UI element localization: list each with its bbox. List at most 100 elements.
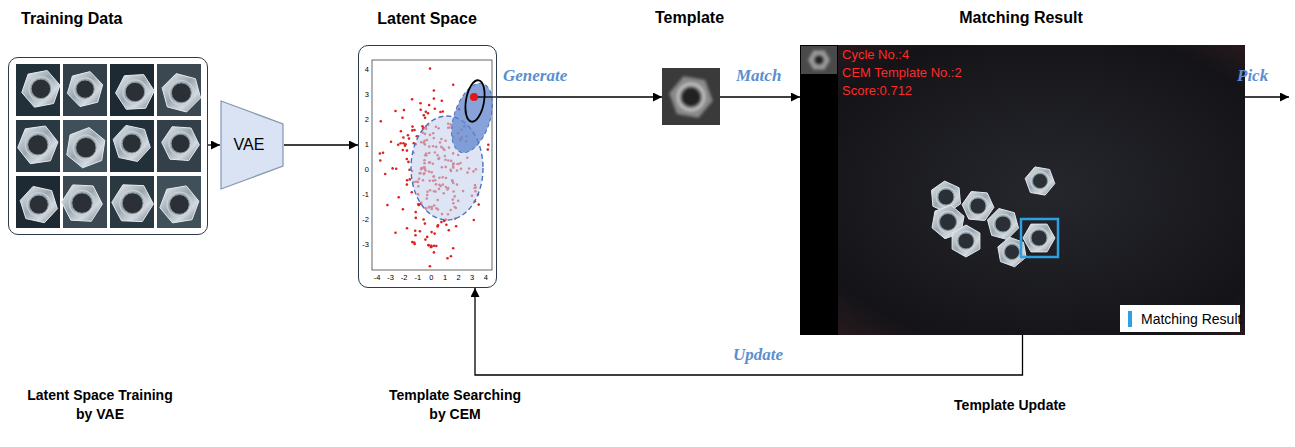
nut [962, 192, 994, 221]
latent-point [487, 144, 490, 147]
latent-point [487, 148, 490, 151]
nut [67, 72, 102, 107]
latent-point [411, 129, 414, 132]
connector [720, 96, 800, 97]
axis-tick: 2 [449, 273, 469, 283]
stage-caption: Template Update [910, 396, 1110, 415]
nut [18, 126, 58, 164]
connector [497, 96, 662, 97]
latent-point [384, 173, 387, 176]
axis-tick: -2 [394, 273, 414, 283]
overlay-text: CEM Template No.:2 [842, 65, 962, 81]
heading: Training Data [21, 9, 122, 29]
nut-ring [956, 231, 976, 251]
template-box: Template [662, 68, 720, 125]
nut [1025, 167, 1055, 195]
latent-point [426, 236, 429, 239]
legend-label: Matching Result [1141, 310, 1241, 328]
training-data-box: Training Data [8, 57, 208, 235]
latent-point [395, 167, 398, 170]
nut-ring [120, 132, 144, 156]
nut-ring [968, 196, 988, 216]
nut-hole [122, 193, 143, 214]
latent-point [430, 231, 433, 234]
axis-tick: 1 [349, 140, 369, 150]
latent-point [434, 107, 437, 110]
latent-point [424, 222, 427, 225]
latent-point [407, 134, 410, 137]
matching-result-box: Matching ResultCycle No.:4CEM Template N… [800, 45, 1245, 335]
nut [116, 75, 155, 110]
nut-ring [993, 214, 1013, 234]
latent-point [402, 142, 405, 145]
nut-hole [72, 193, 92, 213]
nut [67, 128, 105, 168]
latent-point [421, 125, 424, 128]
latent-point [391, 167, 394, 170]
axis-tick: 1 [435, 273, 455, 283]
template-hole [681, 87, 701, 107]
latent-point [399, 142, 402, 145]
heading: Matching Result [959, 8, 1083, 28]
connector [208, 144, 220, 145]
overlay-text: Score:0.712 [842, 83, 912, 99]
latent-point [440, 221, 443, 224]
nut-hole [958, 233, 974, 249]
latent-point [433, 232, 436, 235]
template-nut [669, 76, 712, 117]
latent-point [402, 208, 405, 211]
latent-point [441, 99, 444, 102]
nut-hole [170, 195, 190, 215]
latent-point [429, 67, 432, 70]
latent-point [433, 97, 436, 100]
nut-hole [938, 189, 954, 205]
nut-ring [73, 135, 98, 160]
latent-point [415, 217, 418, 220]
axis-tick: -4 [367, 273, 387, 283]
nut-hole [31, 79, 50, 98]
connector [475, 288, 1023, 375]
nut-hole [995, 216, 1011, 232]
nut [160, 186, 199, 223]
latent-plot [372, 60, 500, 270]
nut [162, 127, 200, 161]
vae-block: VAE [220, 100, 284, 190]
training-tile [16, 176, 60, 228]
thumb-hole [814, 55, 824, 65]
cem-ellipse [462, 79, 487, 123]
latent-point [403, 109, 406, 112]
latent-point [386, 204, 389, 207]
latent-point [379, 159, 382, 162]
latent-point [414, 234, 417, 237]
matching-image [800, 45, 1245, 335]
latent-point [450, 255, 453, 258]
latent-point [427, 244, 430, 247]
latent-point [439, 111, 442, 114]
nut-ring [1003, 243, 1022, 262]
latent-point [419, 108, 422, 111]
latent-point [406, 183, 409, 186]
legend-swatch [1128, 311, 1132, 327]
latent-point [424, 238, 427, 241]
nut-ring [69, 190, 94, 215]
latent-point [445, 223, 448, 226]
nut [162, 74, 201, 112]
latent-point [419, 230, 422, 233]
sample-point [470, 93, 478, 101]
latent-point [390, 141, 393, 144]
latent-point [402, 136, 405, 139]
latent-point [402, 149, 405, 152]
training-tile [110, 64, 154, 116]
latent-point [417, 203, 420, 206]
latent-point [477, 203, 480, 206]
template-ring [678, 84, 704, 110]
nut-hole [76, 80, 94, 98]
latent-point [379, 152, 382, 155]
latent-point [413, 241, 416, 244]
axis-tick: 0 [421, 273, 441, 283]
latent-point [407, 161, 410, 164]
nut-ring [27, 193, 51, 217]
edge-label: Update [733, 345, 783, 365]
